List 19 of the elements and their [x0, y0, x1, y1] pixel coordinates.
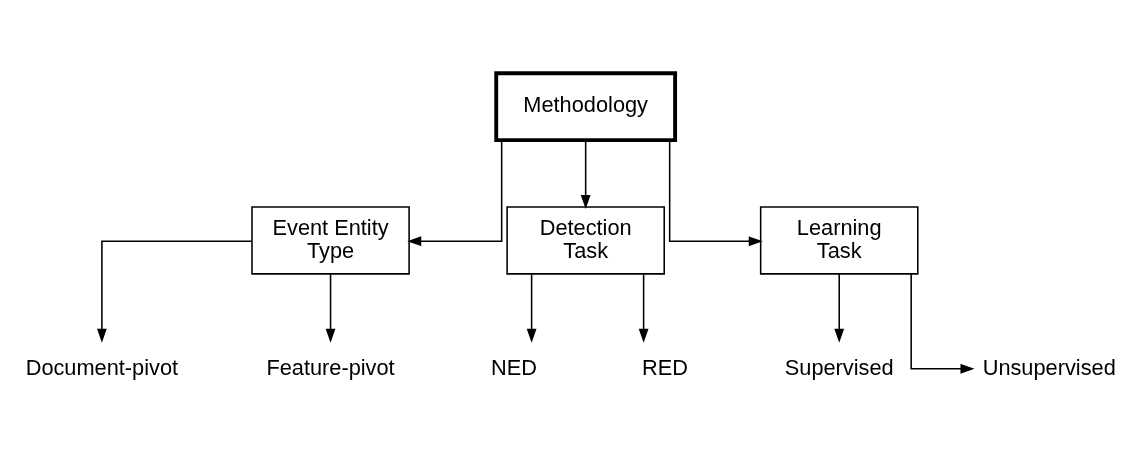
node-text: Supervised — [784, 354, 894, 380]
node-text: Document-pivot — [25, 354, 179, 380]
arrow — [910, 272, 975, 374]
arrow — [526, 272, 537, 343]
arrow — [97, 239, 253, 343]
arrow — [407, 139, 503, 246]
arrow — [580, 139, 591, 209]
node-text: Feature-pivot — [266, 354, 395, 380]
arrow — [668, 139, 763, 246]
arrow — [325, 272, 336, 343]
node-box: Event Entity Type — [251, 205, 410, 275]
node-box: Methodology — [494, 70, 678, 142]
node-box: Detection Task — [506, 205, 665, 275]
node-text: NED — [491, 354, 538, 380]
arrow — [834, 272, 845, 343]
node-text: Unsupervised — [982, 354, 1116, 380]
arrow — [638, 272, 649, 343]
node-box: Learning Task — [759, 205, 919, 275]
node-text: RED — [642, 354, 688, 380]
